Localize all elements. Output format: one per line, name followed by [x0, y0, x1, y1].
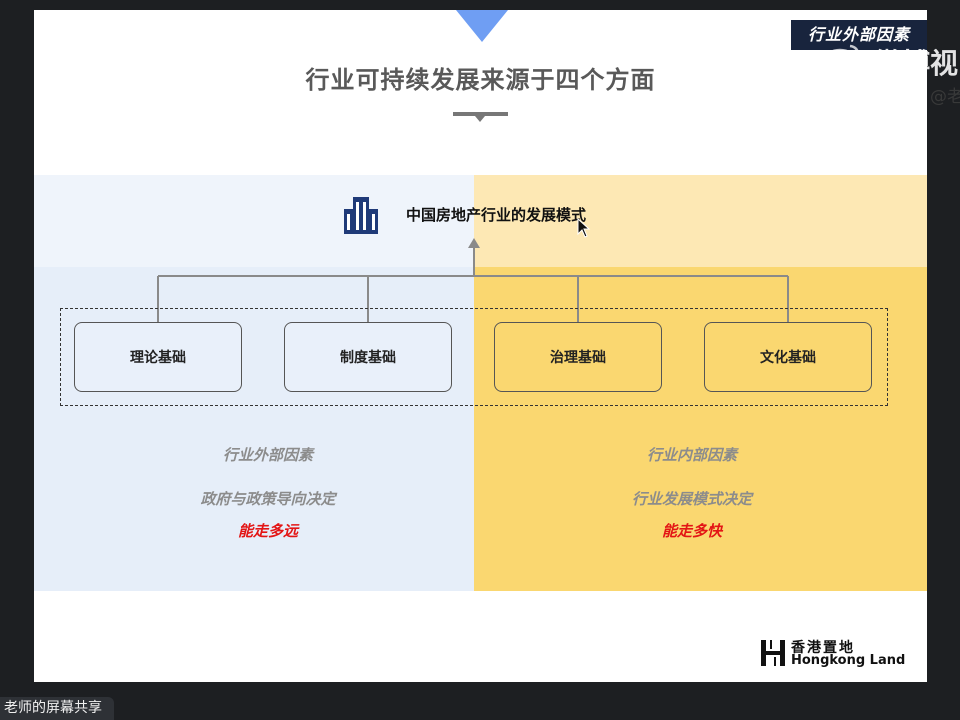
weibo-logo-icon	[823, 44, 860, 72]
screen-share-indicator[interactable]: 老师的屏幕共享	[0, 697, 114, 720]
institution-foundation-box: 制度基础	[284, 322, 452, 392]
mouse-cursor-icon	[577, 218, 591, 238]
slide-title: 行业可持续发展来源于四个方面	[305, 66, 656, 94]
culture-foundation-box: 文化基础	[704, 322, 872, 392]
foundations-dashed-frame	[60, 308, 888, 406]
title-underline-tip	[475, 116, 485, 122]
external-panel	[34, 267, 474, 591]
building-icon	[344, 197, 378, 234]
weibo-watermark: 微博视 @老	[822, 34, 960, 114]
top-triangle-marker	[456, 10, 508, 42]
external-result-label: 能走多远	[237, 522, 298, 540]
theory-foundation-box: 理论基础	[74, 322, 242, 392]
internal-decider-label: 行业发展模式决定	[631, 490, 752, 508]
logo-english-name: Hongkong Land	[791, 653, 906, 668]
section-tag: 行业外部因素	[791, 20, 927, 50]
internal-result-label: 能走多快	[661, 522, 722, 540]
shared-slide: 行业外部因素 行业可持续发展来源于四个方面 中国房地产行业的发展模式 理论基础 …	[34, 10, 927, 682]
watermark-text: 微博视	[874, 47, 959, 80]
title-underline	[453, 112, 508, 116]
watermark-handle: @老	[930, 87, 960, 107]
governance-foundation-box: 治理基础	[494, 322, 662, 392]
tree-connectors	[157, 238, 789, 322]
external-factor-label: 行业外部因素	[222, 446, 313, 464]
external-panel-top	[34, 175, 474, 267]
external-decider-label: 政府与政策导向决定	[200, 490, 336, 508]
hongkong-land-logo-mark	[761, 640, 785, 666]
internal-factor-label: 行业内部因素	[646, 446, 737, 464]
logo-chinese-name: 香港置地	[791, 640, 855, 656]
development-mode-title: 中国房地产行业的发展模式	[406, 206, 587, 224]
internal-panel-top	[474, 175, 927, 267]
internal-panel	[474, 267, 927, 591]
